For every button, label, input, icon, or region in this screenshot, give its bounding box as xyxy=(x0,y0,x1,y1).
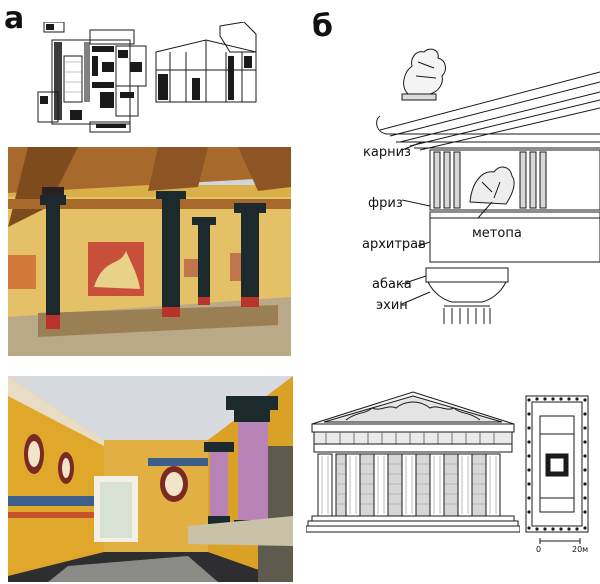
panel-letter-a: а xyxy=(4,1,25,36)
label-frieze: фриз xyxy=(368,196,403,211)
scale-bar xyxy=(539,538,581,544)
label-echinus: эхин xyxy=(376,298,408,313)
label-architrave: архитрав xyxy=(362,237,426,252)
scale-length: 20м xyxy=(572,545,589,554)
palace-plan-drawing xyxy=(37,22,257,133)
temple-plan-drawing xyxy=(525,395,589,533)
label-abacus: абака xyxy=(372,277,412,292)
temple-facade-drawing xyxy=(306,391,520,533)
megaron-photo xyxy=(8,376,293,582)
label-cornice: карниз xyxy=(363,145,411,160)
palace-hall-photo xyxy=(8,147,291,356)
panel-letter-b: б xyxy=(312,9,333,44)
label-metope: метопа xyxy=(472,226,522,241)
scale-zero: 0 xyxy=(536,545,542,554)
doric-order-drawing xyxy=(376,48,600,324)
